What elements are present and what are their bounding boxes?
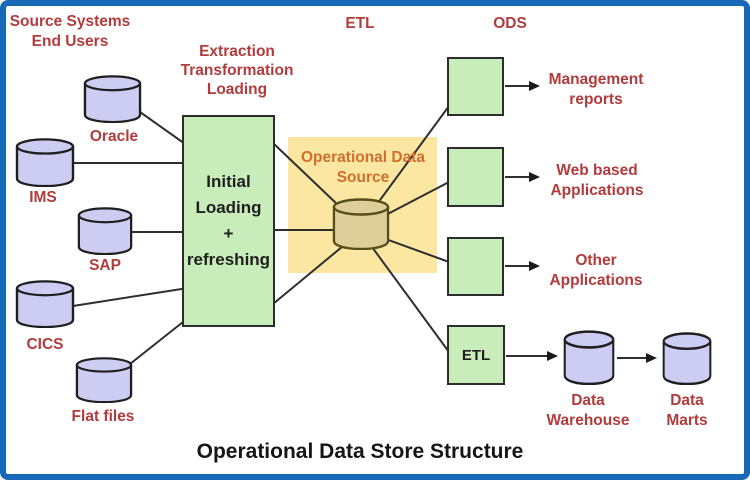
source-label-sap: SAP — [89, 257, 121, 274]
connector-cics — [72, 287, 189, 307]
database-cylinder-ods — [332, 198, 390, 250]
initial-loading-box: Initial Loading + refreshing — [182, 115, 275, 327]
database-cylinder-oracle — [83, 75, 142, 123]
etl-top-label: ETL — [345, 15, 375, 32]
ods-top-label: ODS — [493, 15, 527, 32]
diagram-title: Operational Data Store Structure — [196, 440, 524, 463]
database-cylinder-ims — [15, 138, 75, 187]
database-cylinder-sap — [77, 207, 133, 255]
source-label-flat-files: Flat files — [71, 408, 135, 425]
data-marts-label: Data Marts — [666, 392, 708, 429]
ods-output-box-web — [447, 147, 504, 207]
source-label-cics: CICS — [26, 336, 64, 353]
etl-box: ETL — [447, 325, 505, 385]
source-label-ims: IMS — [29, 189, 57, 206]
database-cylinder-data-marts — [662, 332, 712, 385]
source-systems-label: Source Systems End Users — [9, 13, 131, 50]
connector-ods-etl — [360, 231, 450, 353]
database-cylinder-data-warehouse — [563, 330, 615, 385]
ods-output-box-management — [447, 57, 504, 116]
data-warehouse-label: Data Warehouse — [546, 392, 630, 429]
output-label-management: Management reports — [548, 71, 644, 108]
database-cylinder-cics — [15, 280, 75, 328]
source-label-oracle: Oracle — [89, 128, 139, 145]
initial-loading-label: Initial Loading + refreshing — [186, 172, 271, 269]
etl-box-label: ETL — [461, 346, 491, 364]
ods-source-label: Operational Data Source — [300, 149, 426, 186]
extraction-label: Extraction Transformation Loading — [180, 43, 294, 98]
output-label-other: Other Applications — [549, 252, 643, 289]
connector-flat-files — [129, 317, 189, 365]
output-label-web: Web based Applications — [550, 162, 644, 199]
ods-output-box-other — [447, 237, 504, 296]
connector-oracle — [139, 111, 189, 147]
database-cylinder-flat-files — [75, 357, 133, 403]
